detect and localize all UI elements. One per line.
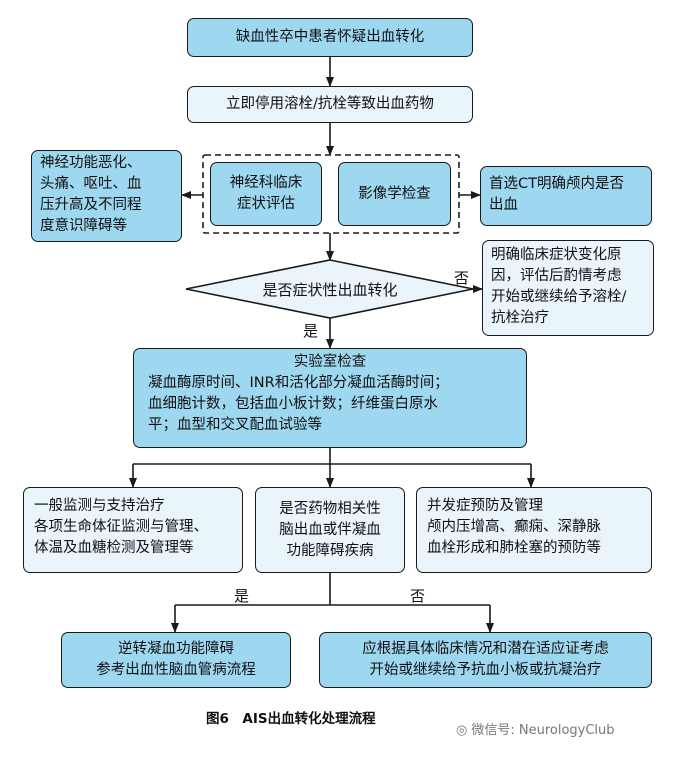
label-yes-1: 是 [303, 322, 319, 340]
watermark: ◎微信号: NeurologyClub [456, 719, 615, 738]
dashed-assessment-group [202, 154, 460, 234]
lab-title: 实验室检查 [293, 354, 367, 370]
decision-symptomatic: 是否症状性出血转化 [262, 280, 398, 299]
node-start: 缺血性卒中患者怀疑出血转化 [187, 18, 473, 57]
wechat-icon: ◎ [456, 723, 468, 738]
node-symptoms-note: 神经功能恶化、 头痛、呕吐、血 压升高及不同程 度意识障碍等 [31, 150, 182, 242]
node-ct-note: 首选CT明确颅内是否 出血 [480, 166, 652, 226]
figure-caption: 图6 AIS出血转化处理流程 [206, 711, 376, 727]
node-neuro-assess: 神经科临床 症状评估 [210, 162, 322, 226]
node-reverse: 逆转凝血功能障碍 参考出血性脑血管病流程 [61, 632, 291, 688]
node-complication: 并发症预防及管理 颅内压增高、癫痫、深静脉 血栓形成和肺栓塞的预防等 [416, 487, 652, 573]
node-drug-related: 是否药物相关性 脑出血或伴凝血 功能障碍疾病 [255, 487, 405, 573]
node-no-branch-note: 明确临床症状变化原 因，评估后酌情考虑 开始或继续给予溶栓/ 抗栓治疗 [482, 240, 654, 336]
node-lab: 实验室检查 凝血酶原时间、INR和活化部分凝血活酶时间； 血细胞计数，包括血小板… [133, 348, 527, 448]
node-consider: 应根据具体临床情况和潜在适应证考虑 开始或继续给予抗血小板或抗凝治疗 [319, 632, 652, 688]
node-general-care: 一般监测与支持治疗 各项生命体征监测与管理、 体温及血糖检测及管理等 [23, 487, 243, 573]
lab-body: 凝血酶原时间、INR和活化部分凝血活酶时间； 血细胞计数，包括血小板计数；纤维蛋… [148, 375, 449, 433]
label-no-2: 否 [410, 587, 426, 605]
node-imaging: 影像学检查 [338, 162, 451, 226]
node-stop-drugs: 立即停用溶栓/抗栓等致出血药物 [187, 86, 473, 123]
label-yes-2: 是 [234, 587, 250, 605]
watermark-text: 微信号: NeurologyClub [471, 723, 615, 738]
label-no-1: 否 [454, 269, 470, 287]
